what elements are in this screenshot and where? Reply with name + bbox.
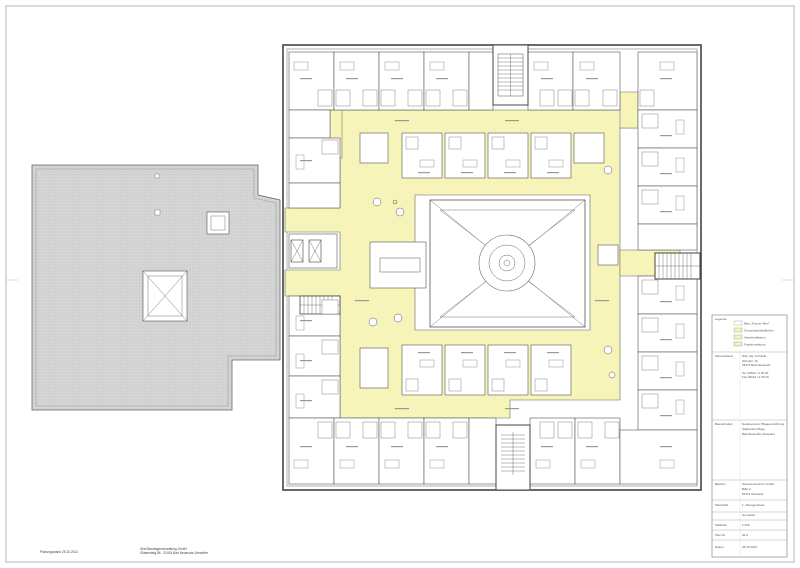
project-line-3: Bad Neuenahr-Ahrweiler	[742, 432, 775, 436]
legend-header: Legende	[715, 317, 727, 321]
planer-line-2: Schulstr. 12	[742, 359, 758, 363]
plan-number-value: 02.0	[742, 533, 748, 537]
skylight-small	[206, 211, 230, 235]
owner-line-1: Seniorenzentrum GmbH	[742, 482, 774, 486]
content-label: Planinhalt	[715, 503, 728, 507]
roof-terrace	[31, 164, 281, 411]
footer-client-address: Gläsersteig 86 - 22415 Bad Neuenahr-Ahrw…	[140, 551, 209, 555]
room-label-marks	[300, 78, 672, 448]
planer-line-5: Fax 02641 / 2 05 20	[742, 375, 769, 379]
title-block: Legende Bew. Zimmer 46m² Gemeinschaftsfl…	[711, 314, 788, 558]
scale-value: 1:100	[742, 523, 750, 527]
footer-client-name: Seid Bauträgerverwaltung GmbH	[140, 547, 187, 551]
footer-plan-status: Planungsstand 25.10.2012	[40, 550, 78, 554]
date-value: 25.10.2012	[742, 545, 757, 549]
content-line-1: 1. Obergeschoss	[742, 503, 765, 507]
content-line-2: Grundriss	[742, 513, 756, 517]
stair-north	[492, 44, 529, 106]
project-label: Bauvorhaben	[715, 422, 733, 426]
owner-line-3: 53474 Ahrweiler	[742, 492, 764, 496]
planer-line-4: Tel. 02641 / 2 05 00	[742, 371, 769, 375]
rooms-bottom	[288, 417, 698, 485]
beds	[293, 61, 685, 469]
planer-line-1: Dipl.-Ing. Architekt	[742, 354, 767, 358]
rooms-right	[637, 109, 698, 431]
sheet-border	[5, 5, 795, 563]
project-line-1: Neubau einer Pflegeeinrichtung	[742, 422, 784, 426]
legend-item-3: Verkehrsflächen	[744, 336, 766, 340]
legend-item-1: Bew. Zimmer 46m²	[744, 322, 769, 326]
planer-line-3: 53474 Bad Neuenahr	[742, 363, 771, 367]
bathroom-modules	[317, 89, 659, 439]
stair-east	[654, 252, 701, 280]
planer-label: Planverfasser	[715, 354, 733, 358]
owner-line-2: Blatt 2	[742, 487, 751, 491]
dining-tables	[368, 165, 616, 379]
legend-item-4: Funktionsräume	[744, 343, 766, 347]
date-label: Datum	[715, 545, 724, 549]
lift-core-west	[288, 233, 338, 269]
owner-label: Bauherr	[715, 482, 726, 486]
plan-number-label: Plan-Nr.	[715, 533, 726, 537]
stair-south	[495, 424, 531, 491]
courtyard	[429, 199, 586, 328]
scale-label: Maßstab	[715, 523, 727, 527]
project-line-2: Stationäre Pflege	[742, 427, 765, 431]
legend-item-2: Gemeinschaftsflächen	[744, 329, 774, 333]
